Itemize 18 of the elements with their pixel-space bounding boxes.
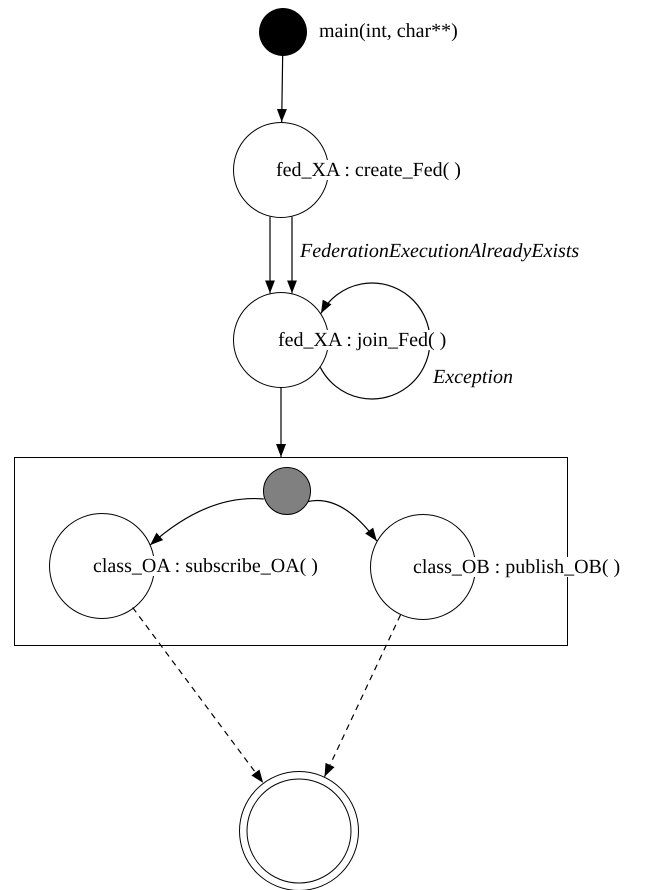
arrow [265, 216, 275, 294]
arrow [276, 56, 287, 122]
state-label: class_OB : publish_OB( ) [413, 557, 620, 577]
arrow [276, 388, 286, 457]
arrow [150, 498, 264, 546]
dashed-arrow [132, 607, 264, 784]
state-label: fed_XA : join_Fed( ) [278, 330, 446, 350]
arrow [306, 500, 378, 542]
edge-label: FederationExecutionAlreadyExists [300, 241, 580, 261]
entry-point-label: main(int, char**) [319, 21, 458, 41]
initial-state-dot [259, 8, 307, 56]
edge-label: Exception [433, 367, 513, 387]
state-label: class_OA : subscribe_OA( ) [93, 556, 318, 576]
state-label: fed_XA : create_Fed( ) [276, 160, 461, 180]
fork-dot [263, 467, 311, 515]
dashed-arrow [324, 614, 402, 777]
arrow [287, 216, 297, 294]
self-loop-arrow [320, 282, 430, 400]
